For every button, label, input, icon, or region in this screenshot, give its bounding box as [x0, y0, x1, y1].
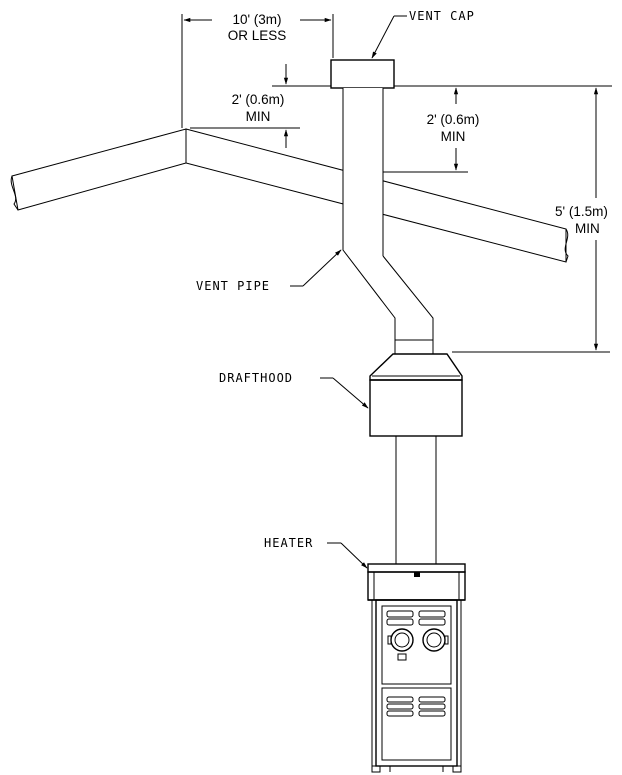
vent-pipe [342, 88, 447, 355]
dim-horizontal-line1: 10' (3m) [232, 12, 281, 27]
callout-heater: HEATER [264, 536, 368, 569]
dim-above-roof-line2: MIN [441, 129, 466, 144]
dimension-total-height [452, 87, 610, 353]
upper-louvre-left [386, 610, 414, 626]
label-vent-pipe: VENT PIPE [196, 279, 270, 293]
label-heater: HEATER [264, 536, 313, 550]
lower-vent-pipe [395, 436, 437, 564]
dimension-horizontal-distance [181, 14, 334, 128]
vent-cap [330, 59, 395, 89]
dim-above-ridge-line2: MIN [246, 109, 271, 124]
dim-total-height-line2: MIN [575, 221, 600, 236]
dim-above-ridge-line1: 2' (0.6m) [232, 92, 285, 107]
water-connection-left [387, 628, 414, 652]
lower-louvre-left [386, 696, 414, 717]
water-connection-right [422, 628, 449, 652]
roof [10, 128, 569, 263]
dim-horizontal-line2: OR LESS [228, 28, 287, 43]
label-drafthood: DRAFTHOOD [219, 371, 293, 385]
dim-total-height-line1: 5' (1.5m) [555, 204, 608, 219]
label-vent-cap: VENT CAP [409, 9, 475, 23]
callout-drafthood: DRAFTHOOD [219, 371, 369, 409]
callout-vent-cap: VENT CAP [371, 9, 475, 59]
dim-above-roof-line1: 2' (0.6m) [427, 112, 480, 127]
dimension-above-ridge [190, 64, 331, 148]
lower-louvre-right [418, 696, 446, 717]
roof-left-slope [11, 128, 187, 211]
dimension-above-roof [383, 85, 612, 173]
drafthood [369, 353, 463, 437]
upper-louvre-right [418, 610, 446, 626]
callout-vent-pipe: VENT PIPE [196, 249, 342, 293]
heater [367, 563, 466, 773]
